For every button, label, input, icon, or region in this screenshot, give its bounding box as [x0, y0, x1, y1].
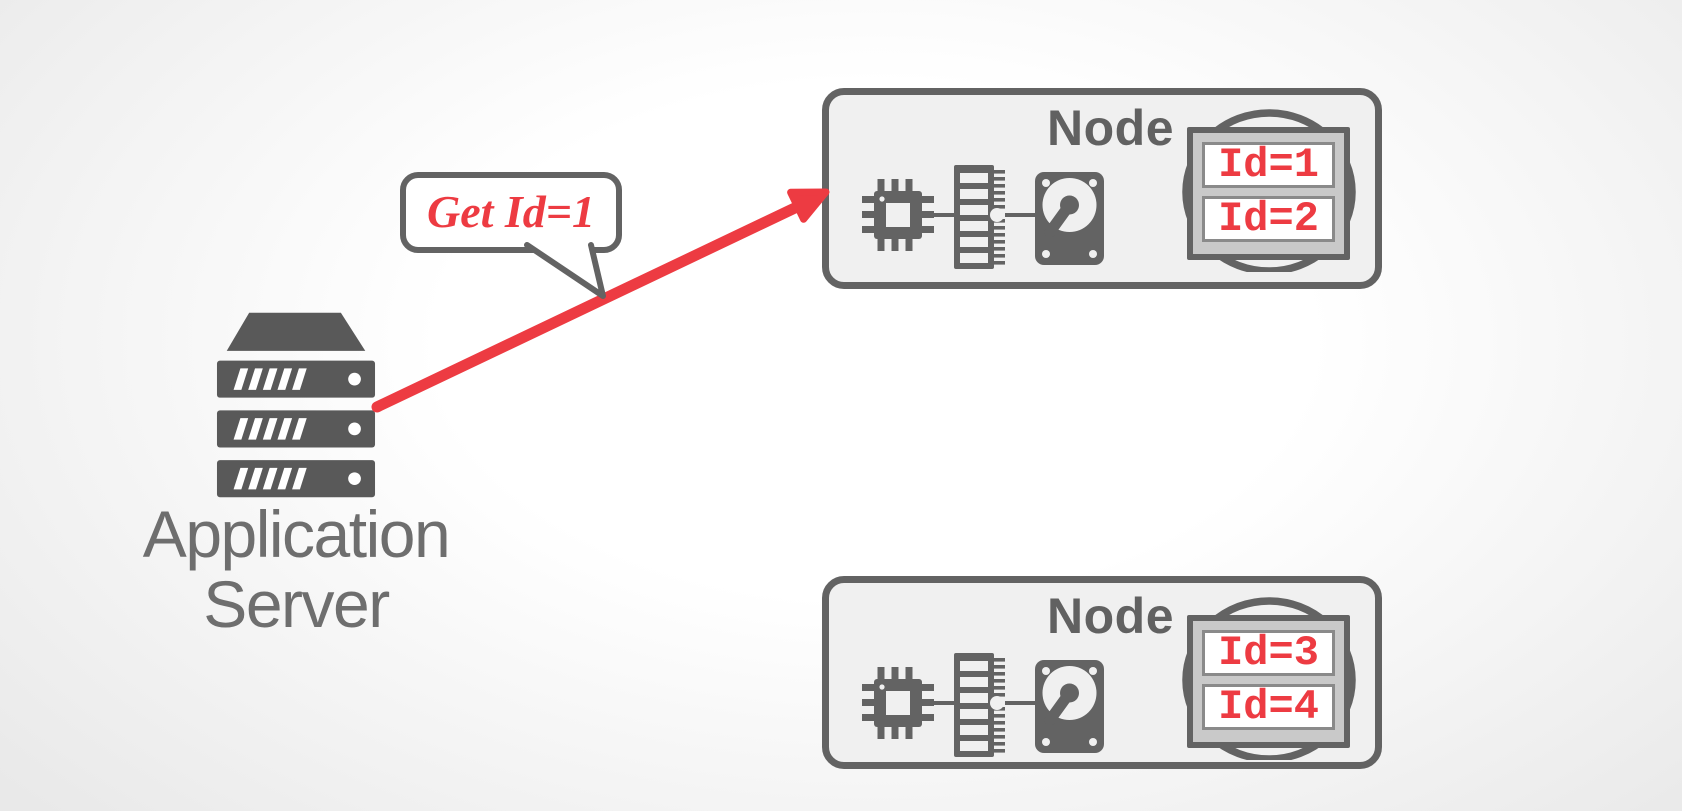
record-row: Id=3 — [1202, 629, 1335, 677]
node-hardware-icons — [862, 653, 1104, 757]
hdd-icon — [1035, 172, 1104, 265]
record-row: Id=2 — [1202, 195, 1335, 243]
database-icon: Id=1 Id=2 — [1177, 104, 1357, 272]
database-frame: Id=1 Id=2 — [1187, 127, 1350, 260]
cpu-icon — [862, 667, 934, 739]
speech-bubble-tail — [524, 242, 606, 299]
ram-icon — [954, 165, 1005, 269]
node-label: Node — [1047, 588, 1174, 644]
application-server-label: Application Server — [96, 499, 496, 639]
application-server-label-line2: Server — [203, 567, 390, 641]
record-row: Id=1 — [1202, 141, 1335, 189]
node-hardware-icons — [862, 165, 1104, 269]
record-id: Id=2 — [1218, 195, 1319, 243]
ram-icon — [954, 653, 1005, 757]
database-icon: Id=3 Id=4 — [1177, 592, 1357, 760]
cpu-icon — [862, 179, 934, 251]
node-box-top: Node — [822, 88, 1382, 289]
database-frame: Id=3 Id=4 — [1187, 615, 1350, 748]
node-label: Node — [1047, 100, 1174, 156]
record-id: Id=3 — [1218, 629, 1319, 677]
record-id: Id=1 — [1218, 141, 1319, 189]
message-text: Get Id=1 — [426, 186, 596, 237]
hdd-icon — [1035, 660, 1104, 753]
node-box-bottom: Node — [822, 576, 1382, 769]
application-server: Application Server — [96, 305, 496, 685]
server-rack-icon — [216, 312, 376, 498]
record-row: Id=4 — [1202, 683, 1335, 731]
record-id: Id=4 — [1218, 683, 1319, 731]
application-server-label-line1: Application — [142, 497, 451, 571]
